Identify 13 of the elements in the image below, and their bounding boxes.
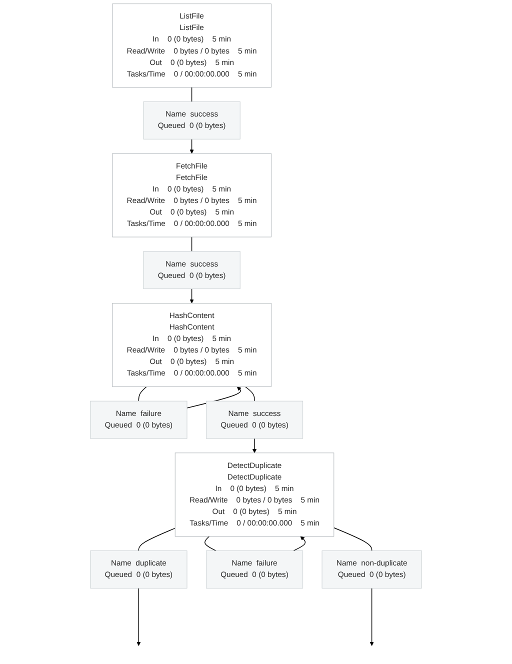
connector: [138, 386, 147, 402]
connector: [191, 86, 192, 102]
connector: [244, 386, 255, 402]
arrow: [190, 138, 194, 154]
connector: [191, 236, 192, 252]
connector: [138, 528, 176, 552]
arrow: [370, 588, 374, 646]
arrow: [190, 288, 194, 304]
arrow: [136, 588, 141, 646]
connector: [204, 536, 216, 552]
arrow: [252, 438, 257, 454]
connector: [334, 527, 372, 552]
arrow: [293, 536, 306, 552]
